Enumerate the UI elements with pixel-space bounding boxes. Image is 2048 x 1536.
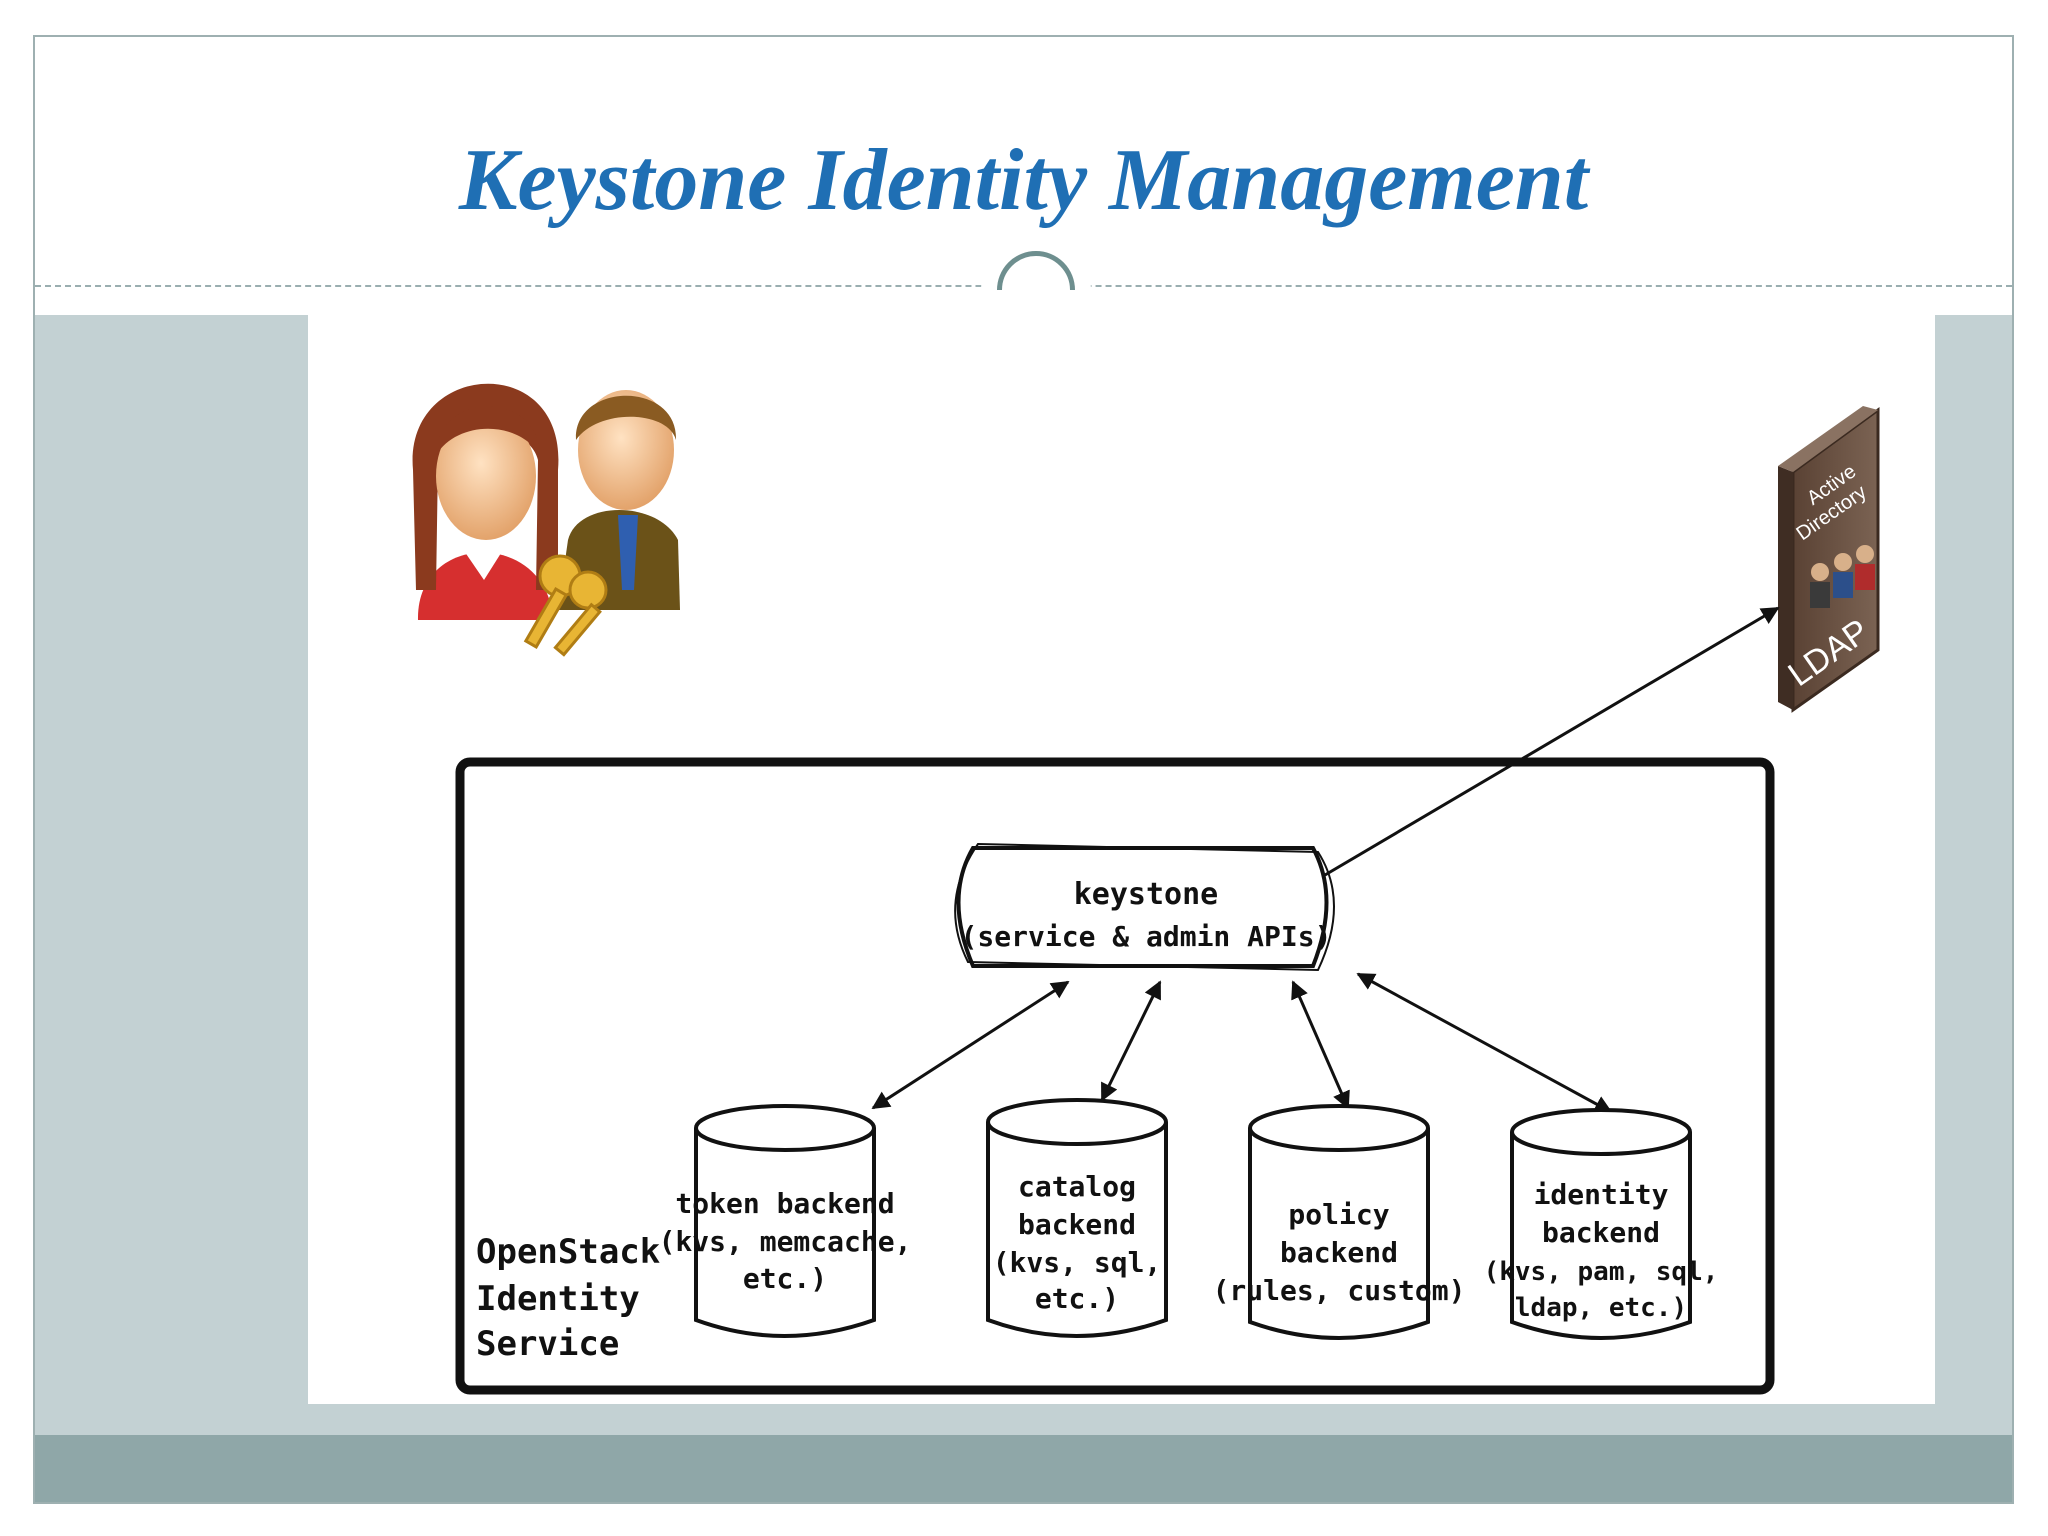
ldap-connection-arrow [1306,606,1780,887]
backend-catalog-line-3: (kvs, sql, [993,1246,1162,1279]
slide-title: Keystone Identity Management [458,132,1589,229]
container-label-line-3: Service [476,1324,619,1364]
arrow-policy [1291,980,1350,1110]
keystone-subtitle: (service & admin APIs) [961,920,1332,953]
users-with-keys-icon [412,383,680,657]
active-directory-book-icon: Active Directory LDAP [1778,406,1880,713]
backend-catalog-line-1: catalog [1018,1170,1136,1203]
container-label-line-1: OpenStack [476,1232,660,1272]
backend-token-line-1: token backend [675,1187,894,1220]
backend-identity-line-2: backend [1542,1216,1660,1249]
backend-catalog-line-4: etc.) [1035,1282,1119,1315]
backend-token-line-3: etc.) [743,1262,827,1295]
arrow-catalog [1100,980,1162,1102]
backend-identity-line-3: (kvs, pam, sql, [1484,1257,1719,1287]
identity-service-box [455,757,1775,1395]
backend-identity-line-1: identity [1534,1178,1669,1211]
backend-policy-line-2: backend [1280,1236,1398,1269]
footer-band [35,1435,2012,1502]
keystone-node: keystone (service & admin APIs) [954,842,1335,972]
keystone-diagram: Active Directory LDAP OpenStack Identity… [308,290,1935,1404]
backend-identity-line-4: ldap, etc.) [1515,1293,1687,1323]
backend-policy: policy backend (rules, custom) [1213,1104,1466,1340]
diagram-canvas: Active Directory LDAP OpenStack Identity… [412,383,1880,1395]
backend-policy-line-3: (rules, custom) [1213,1274,1466,1307]
keystone-title: keystone [1074,877,1219,912]
backend-arrows [871,972,1613,1114]
backend-identity: identity backend (kvs, pam, sql, ldap, e… [1484,1108,1719,1340]
backend-catalog: catalog backend (kvs, sql, etc.) [986,1098,1168,1338]
arrow-token [871,980,1070,1110]
backend-policy-line-1: policy [1288,1198,1389,1231]
backend-catalog-line-2: backend [1018,1208,1136,1241]
container-label-line-2: Identity [476,1279,640,1319]
backend-token: token backend (kvs, memcache, etc.) [659,1104,912,1338]
arrow-identity [1356,972,1613,1114]
backend-token-line-2: (kvs, memcache, [659,1225,912,1258]
